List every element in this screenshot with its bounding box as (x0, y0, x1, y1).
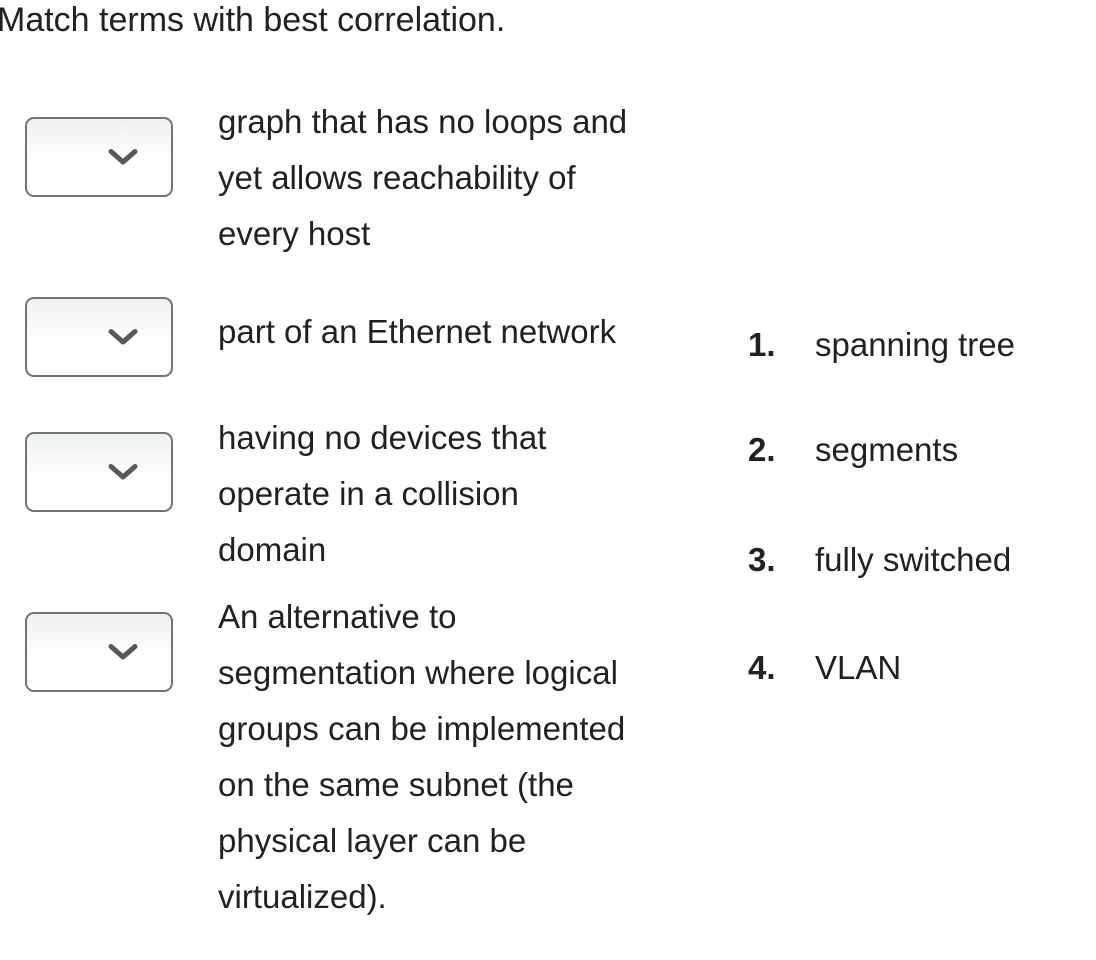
option-item-4: 4. VLAN (748, 648, 901, 688)
answer-select-1[interactable] (25, 117, 173, 197)
option-label: segments (815, 431, 959, 468)
chevron-down-icon (108, 464, 138, 480)
match-prompt-3: having no devices that operate in a coll… (218, 419, 547, 568)
option-label: spanning tree (815, 326, 1015, 363)
options-list: 1. spanning tree 2. segments 3. fully sw… (748, 0, 1078, 960)
option-label: VLAN (815, 649, 902, 686)
option-number: 2. (748, 431, 776, 468)
chevron-down-icon (108, 329, 138, 345)
answer-select-3[interactable] (25, 432, 173, 512)
option-number: 1. (748, 326, 776, 363)
match-prompt-4: An alternative to segmentation where log… (218, 598, 626, 915)
match-prompt-1: graph that has no loops and yet allows r… (218, 103, 628, 252)
option-item-2: 2. segments (748, 430, 958, 470)
option-item-1: 1. spanning tree (748, 325, 1015, 365)
answer-select-2[interactable] (25, 297, 173, 377)
question-title: Match terms with best correlation. (0, 1, 506, 39)
answer-select-4[interactable] (25, 612, 173, 692)
option-number: 4. (748, 649, 776, 686)
option-label: fully switched (815, 541, 1012, 578)
match-prompt-2: part of an Ethernet network (218, 313, 617, 350)
option-number: 3. (748, 541, 776, 578)
option-item-3: 3. fully switched (748, 540, 1011, 580)
chevron-down-icon (108, 149, 138, 165)
chevron-down-icon (108, 644, 138, 660)
